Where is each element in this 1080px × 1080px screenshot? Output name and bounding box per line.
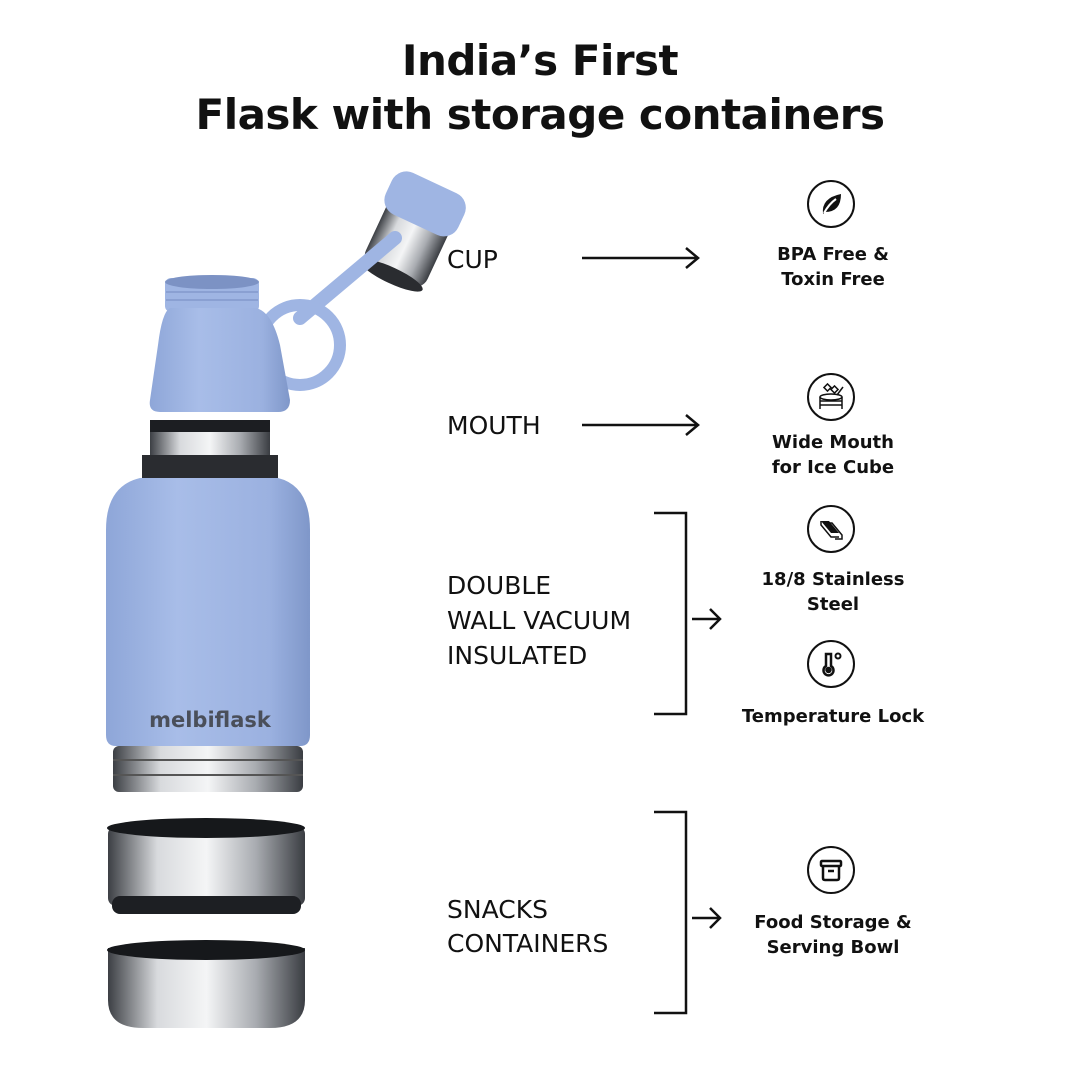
label-cup: CUP — [447, 245, 498, 274]
food-container-icon — [807, 846, 855, 894]
thermometer-icon — [807, 640, 855, 688]
snack-container-2 — [107, 940, 305, 1028]
steel-sheets-icon — [807, 505, 855, 553]
feature-wide-mouth: Wide Mouth for Ice Cube — [713, 430, 953, 480]
feature-stainless-steel: 18/8 Stainless Steel — [713, 567, 953, 617]
cup-lid — [360, 171, 466, 292]
label-line: CONTAINERS — [447, 929, 609, 958]
label-mouth: MOUTH — [447, 411, 541, 440]
title-line-1: India’s First — [401, 36, 679, 85]
feature-line: Steel — [806, 594, 860, 615]
label-line: WALL VACUUM — [447, 606, 632, 635]
title-line-2: Flask with storage containers — [195, 90, 886, 139]
feature-bpa-free: BPA Free & Toxin Free — [713, 242, 953, 292]
brand-logo: melbiflask — [149, 708, 272, 732]
feature-line: Wide Mouth — [772, 432, 894, 453]
label-line: DOUBLE — [447, 571, 552, 600]
feature-line: Toxin Free — [781, 269, 885, 290]
label-line: SNACKS — [447, 895, 548, 924]
feature-line: 18/8 Stainless — [761, 569, 905, 590]
snack-container-1 — [107, 818, 305, 914]
feature-line: Temperature Lock — [741, 706, 925, 727]
feature-line: for Ice Cube — [771, 457, 895, 478]
label-snacks: SNACKS CONTAINERS — [447, 893, 608, 961]
label-double-wall: DOUBLE WALL VACUUM INSULATED — [447, 568, 631, 673]
label-line: INSULATED — [447, 641, 588, 670]
feature-line: BPA Free & — [777, 244, 889, 265]
feature-temperature-lock: Temperature Lock — [713, 704, 953, 729]
feature-line: Serving Bowl — [766, 937, 900, 958]
feature-food-storage: Food Storage & Serving Bowl — [713, 910, 953, 960]
ice-cube-jar-icon — [807, 373, 855, 421]
leaf-icon — [807, 180, 855, 228]
feature-line: Food Storage & — [754, 912, 912, 933]
